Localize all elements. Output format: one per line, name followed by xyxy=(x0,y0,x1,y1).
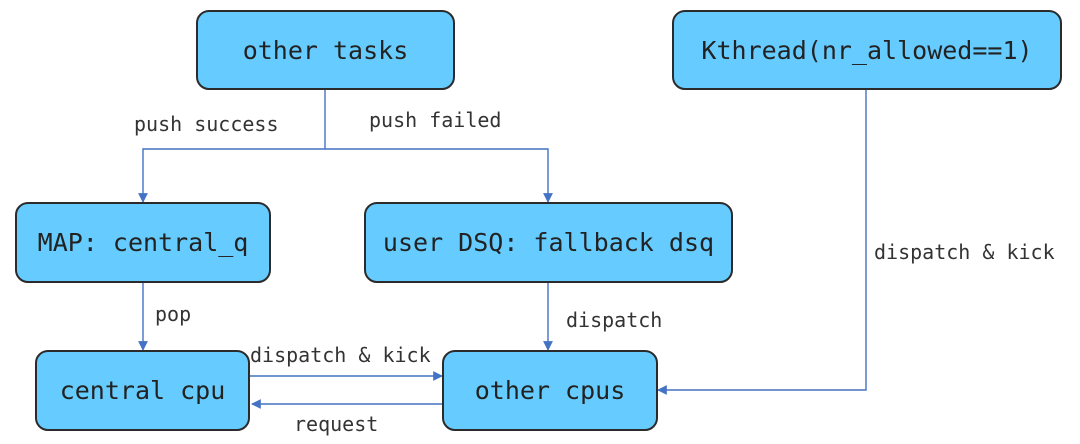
edge-label-dispatch-kick-kthread: dispatch & kick xyxy=(874,240,1055,264)
node-fallback-dsq: user DSQ: fallback dsq xyxy=(364,202,733,283)
node-other-cpus-label: other cpus xyxy=(474,376,626,405)
node-central-cpu-label: central cpu xyxy=(59,376,226,405)
node-other-tasks: other tasks xyxy=(196,10,455,90)
edge-push-success xyxy=(138,148,325,203)
edge-label-dispatch-kick-central: dispatch & kick xyxy=(250,343,431,367)
edge-push-failed xyxy=(325,148,553,203)
node-other-tasks-label: other tasks xyxy=(242,35,409,65)
node-fallback-dsq-label: user DSQ: fallback dsq xyxy=(382,228,715,257)
edge-label-pop: pop xyxy=(155,302,192,326)
edge-dispatch-kick-kthread xyxy=(657,90,867,395)
edge-label-request: request xyxy=(294,412,379,436)
node-central-q-label: MAP: central_q xyxy=(37,228,249,257)
node-central-q: MAP: central_q xyxy=(15,202,271,283)
node-central-cpu: central cpu xyxy=(35,350,250,431)
edge-label-dispatch: dispatch xyxy=(566,308,663,332)
node-kthread-label: Kthread(nr_allowed==1) xyxy=(701,35,1033,65)
node-other-cpus: other cpus xyxy=(442,350,658,431)
node-kthread: Kthread(nr_allowed==1) xyxy=(672,10,1062,90)
edge-label-push-success: push success xyxy=(134,112,279,136)
edge-label-push-failed: push failed xyxy=(369,108,502,132)
